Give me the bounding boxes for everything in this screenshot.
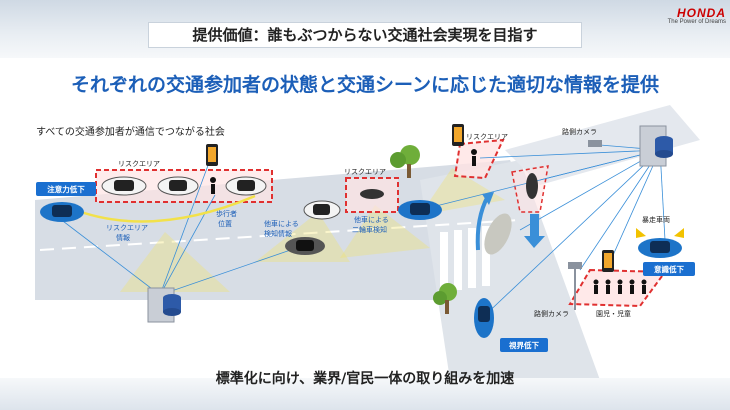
- honda-logo: HONDA The Power of Dreams: [636, 6, 726, 25]
- car-dark-lower: [285, 237, 325, 255]
- label-roadside-camera-bottom: 路側カメラ: [534, 309, 569, 318]
- motorbikes: [360, 173, 538, 199]
- server-icon-left: [147, 287, 181, 323]
- diagram-labels: リスクエリア リスクエリア リスクエリア 路側カメラ 路側カメラ 暴走車両 園児…: [118, 127, 670, 318]
- lane-line: [39, 219, 521, 251]
- motorbike-top: [526, 173, 538, 199]
- footer-text: 標準化に向け、業界/官民一体の取り組みを加速: [215, 371, 515, 387]
- comm-links: [54, 144, 666, 321]
- badge-visibility-low-text: 視界低下: [508, 340, 539, 350]
- badge-attention-low-text: 注意力低下: [47, 184, 85, 194]
- label-risk-area-info-1: リスクエリア: [106, 224, 148, 232]
- label-detect-info-1: 他車による: [264, 219, 299, 228]
- roadside-camera-top: [588, 140, 602, 147]
- car-white-mid: [303, 200, 341, 220]
- label-risk-area-left: リスクエリア: [118, 160, 160, 168]
- car-white-2: [157, 176, 199, 196]
- smartphone-icons: [206, 124, 614, 272]
- label-risk-area-top: リスクエリア: [466, 133, 508, 141]
- cross-road: [420, 160, 600, 380]
- risk-area-top: [453, 138, 505, 180]
- label-detect-info-2: 検知情報: [264, 229, 292, 238]
- cars: [40, 176, 684, 338]
- label-reckless-vehicle: 暴走車両: [642, 215, 670, 224]
- risk-area-children: [568, 268, 667, 308]
- label-roadside-camera-top: 路側カメラ: [562, 127, 597, 136]
- logo-name: HONDA: [677, 6, 726, 20]
- flow-arrows: [475, 192, 545, 251]
- car-cross-road: [484, 213, 512, 255]
- badge-attention-low: 注意力低下: [36, 182, 96, 196]
- label-bike-detect-2: 二輪車検知: [352, 225, 387, 234]
- trees: [390, 145, 457, 314]
- label-risk-area-info-2: 情報: [116, 233, 130, 242]
- badge-visibility-low: 視界低下: [500, 338, 548, 352]
- car-white-1: [101, 176, 147, 196]
- sensing-cone-left: [120, 232, 230, 292]
- badge-awareness-low: 意識低下: [643, 262, 695, 276]
- car-white-3: [225, 176, 267, 196]
- car-attention-low: [40, 202, 84, 222]
- page-title: 提供価値：誰もぶつからない交通社会実現を目指す: [192, 26, 538, 44]
- car-visibility-low: [474, 298, 494, 338]
- car-awareness-low: [636, 228, 684, 258]
- label-bike-detect-1: 他車による: [354, 215, 389, 224]
- sensing-cone-right: [340, 205, 430, 258]
- badge-awareness-low-text: 意識低下: [654, 264, 684, 274]
- roadside-camera-bottom: [568, 262, 582, 310]
- header-title-box: [148, 22, 582, 48]
- diagram-info-labels: リスクエリア 情報 歩行者 位置 他車による 検知情報 他車による 二輪車検知: [106, 209, 389, 242]
- label-children: 園児・児童: [596, 309, 631, 318]
- info-arc: [69, 194, 256, 223]
- crosswalk: [440, 226, 490, 292]
- pedestrian-icon-top: [471, 149, 477, 166]
- label-risk-area-mid: リスクエリア: [344, 168, 386, 176]
- diagram-caption: すべての交通参加者が通信でつながる社会: [36, 127, 225, 138]
- server-icon-right: [639, 125, 673, 167]
- sensing-cone-mid: [255, 212, 350, 262]
- logo-tagline: The Power of Dreams: [667, 19, 726, 25]
- label-pedestrian-pos-1: 歩行者: [216, 209, 237, 218]
- pedestrian-icon-left: [210, 177, 216, 194]
- subtitle: それぞれの交通参加者の状態と交通シーンに応じた適切な情報を提供: [70, 74, 660, 96]
- motorbike-mid: [360, 189, 384, 199]
- children-icons: [593, 279, 647, 294]
- car-blue-mid: [398, 200, 442, 220]
- sensing-cones: [120, 168, 505, 292]
- label-pedestrian-pos-2: 位置: [218, 219, 232, 228]
- footer-band: [0, 378, 730, 410]
